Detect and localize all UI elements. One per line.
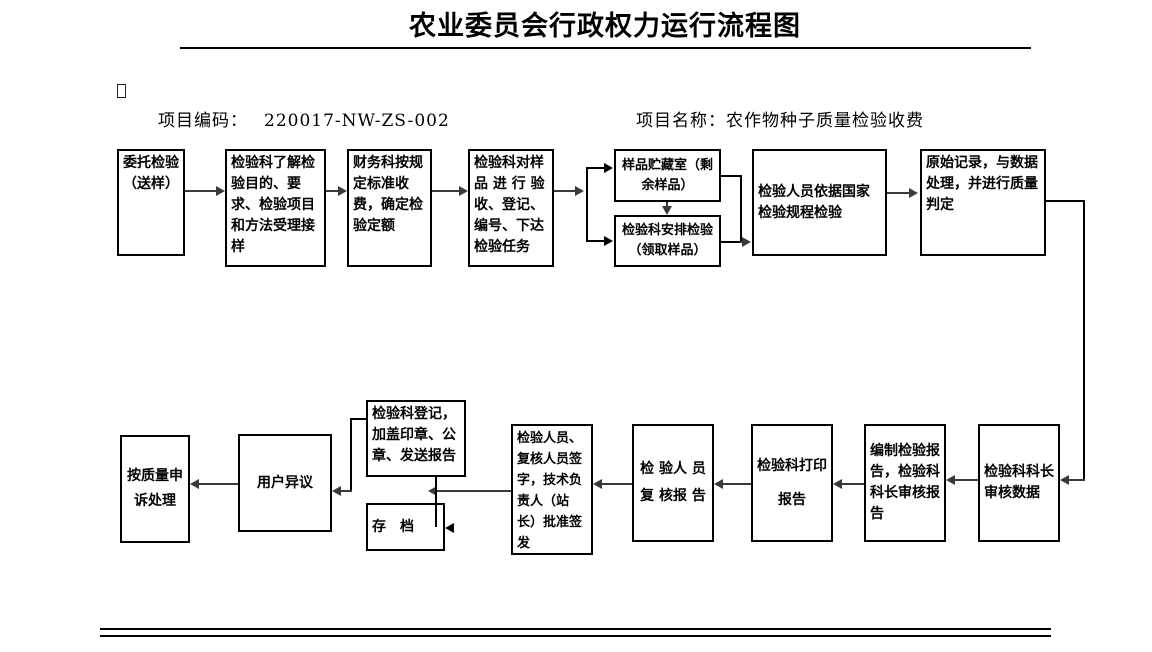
project-name: 项目名称：农作物种子质量检验收费 — [636, 110, 924, 132]
edge-n2-n3 — [326, 190, 338, 192]
flow-node-n8-label: 原始记录，与数据处理，并进行质量判定 — [926, 155, 1038, 213]
flow-node-n17[interactable]: 按质量申诉处理 — [120, 435, 190, 543]
edge-n3-n4-arrowhead — [459, 186, 468, 196]
edge-n15-arrowhead — [445, 523, 454, 533]
flow-node-n6[interactable]: 检验科安排检验（领取样品） — [614, 215, 721, 267]
unknown-glyph-marker — [117, 84, 126, 98]
project-name-value: 农作物种子质量检验收费 — [726, 111, 924, 131]
edge-merge-riser — [740, 175, 742, 241]
flow-node-n17-label: 按质量申诉处理 — [127, 468, 183, 509]
flow-node-n2-label: 检验科了解检验目的、要求、检验项目和方法受理接样 — [231, 155, 315, 255]
edge-n8-wrap-top — [1046, 200, 1085, 202]
edge-n5-merge — [721, 175, 742, 177]
flow-node-n16-label: 用户异议 — [257, 474, 313, 491]
flow-node-n9[interactable]: 检验科科长审核数据 — [978, 424, 1060, 542]
flow-node-n14[interactable]: 检验科登记，加盖印章、公章、发送报告 — [366, 400, 466, 477]
edge-n14-left-riser — [350, 418, 352, 490]
edge-merge-n7-arrowhead — [742, 237, 751, 247]
edge-n12-n13-arrowhead — [593, 479, 602, 489]
title-divider — [180, 47, 1031, 49]
flow-node-n7[interactable]: 检验人员依据国家检验规程检验 — [752, 149, 887, 256]
edge-n14-left-stub — [350, 418, 368, 420]
edge-n13-left — [437, 490, 511, 492]
edge-n9-n10-arrowhead — [946, 475, 955, 485]
edge-n14-n16-arrowhead — [332, 486, 341, 496]
edge-n10-n11 — [842, 483, 864, 485]
edge-n6-n7 — [721, 241, 742, 243]
flow-node-n7-label: 检验人员依据国家检验规程检验 — [758, 183, 870, 221]
flow-node-n16[interactable]: 用户异议 — [238, 434, 332, 532]
edge-n5-n6 — [666, 202, 668, 207]
edge-n3-n4 — [432, 190, 459, 192]
flow-node-n10-label: 编制检验报告，检验科科长审核报告 — [870, 443, 940, 522]
flow-node-n11[interactable]: 检验科打印报告 — [751, 424, 833, 542]
edge-n7-n8-arrowhead — [909, 188, 918, 198]
flow-node-n4[interactable]: 检验科对样品 进 行 验收、登记、编号、下达检验任务 — [468, 149, 554, 267]
flow-node-n2[interactable]: 检验科了解检验目的、要求、检验项目和方法受理接样 — [225, 149, 326, 267]
edge-split-n6 — [586, 240, 604, 242]
edge-n2-n3-arrowhead — [338, 186, 347, 196]
edge-wrap-n9-arrowhead — [1060, 475, 1069, 485]
edge-n14-dropper — [435, 477, 437, 527]
edge-n7-n8 — [887, 192, 909, 194]
project-code-value: 220017-NW-ZS-002 — [264, 111, 450, 131]
edge-n9-n10 — [955, 479, 978, 481]
flow-node-n14-label: 检验科登记，加盖印章、公章、发送报告 — [372, 406, 456, 464]
flow-node-n12-label: 检 验人 员复 核报 告 — [640, 461, 706, 504]
flow-node-n3[interactable]: 财务科按规定标准收费，确定检验定额 — [347, 149, 432, 267]
flow-node-n8[interactable]: 原始记录，与数据处理，并进行质量判定 — [920, 149, 1046, 256]
flow-node-n1[interactable]: 委托检验（送样） — [117, 149, 185, 256]
edge-n10-n11-arrowhead — [833, 479, 842, 489]
flow-node-n12[interactable]: 检 验人 员复 核报 告 — [632, 424, 714, 542]
flow-node-n1-label: 委托检验（送样） — [123, 155, 179, 192]
edge-n13-left-arrowhead — [428, 486, 437, 496]
edge-n11-n12 — [723, 483, 751, 485]
edge-merge-n7 — [740, 241, 742, 243]
edge-n11-n12-arrowhead — [714, 479, 723, 489]
edge-n16-n17 — [199, 483, 238, 485]
edge-n4-split-arrowhead — [575, 186, 584, 196]
edge-n1-n2-arrowhead — [216, 186, 225, 196]
flow-node-n10[interactable]: 编制检验报告，检验科科长审核报告 — [864, 424, 946, 542]
footer-divider — [100, 628, 1051, 637]
edge-n16-n17-arrowhead — [190, 479, 199, 489]
edge-n14-n16 — [341, 490, 352, 492]
flow-node-n9-label: 检验科科长审核数据 — [984, 464, 1054, 501]
edge-split-n5 — [586, 167, 604, 169]
flow-node-n6-label: 检验科安排检验（领取样品） — [621, 223, 713, 258]
edge-split-n6-arrowhead — [604, 236, 613, 246]
flow-node-n13[interactable]: 检验人员、复核人员签字，技术负责人（站长）批准签发 — [511, 424, 593, 555]
flow-node-n4-label: 检验科对样品 进 行 验收、登记、编号、下达检验任务 — [474, 155, 545, 255]
edge-n1-n2 — [185, 190, 216, 192]
flow-node-n13-label: 检验人员、复核人员签字，技术负责人（站长）批准签发 — [517, 431, 583, 551]
page-title: 农业委员会行政权力运行流程图 — [409, 11, 801, 42]
flow-node-n5-label: 样品贮藏室（剩余样品） — [621, 157, 713, 193]
flow-node-n15[interactable]: 存 档 — [366, 503, 445, 551]
edge-wrap-n9 — [1069, 479, 1085, 481]
project-code: 项目编码： 220017-NW-ZS-002 — [158, 110, 450, 132]
edge-split-n5-arrowhead — [604, 163, 613, 173]
flow-node-n15-label: 存 档 — [372, 518, 414, 535]
edge-n5-n6-arrowhead — [662, 206, 672, 215]
edge-n8-wrap-riser — [1083, 200, 1085, 479]
project-code-label: 项目编码： — [158, 111, 248, 131]
edge-n4-split — [554, 190, 575, 192]
flow-node-n5[interactable]: 样品贮藏室（剩余样品） — [614, 149, 721, 202]
flow-node-n11-label: 检验科打印报告 — [757, 458, 827, 508]
flow-node-n3-label: 财务科按规定标准收费，确定检验定额 — [353, 155, 423, 234]
project-name-label: 项目名称： — [636, 111, 726, 131]
edge-n12-n13 — [602, 483, 632, 485]
edge-split-riser — [586, 167, 588, 240]
